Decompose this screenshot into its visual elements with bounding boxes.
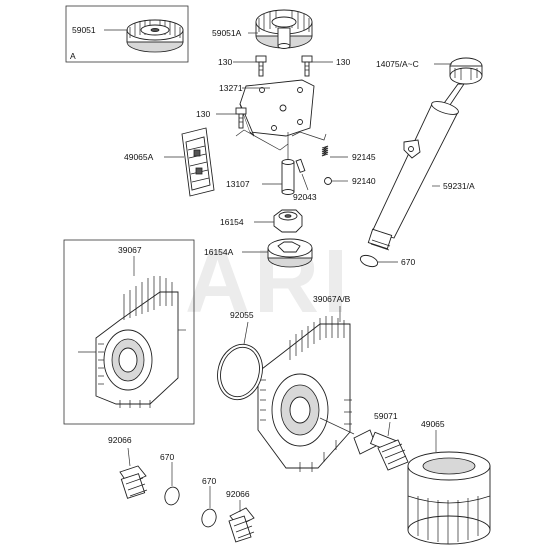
pump-plate-13271 — [239, 79, 315, 137]
bolt-130-plate — [235, 107, 247, 129]
oring-670-bottom — [201, 508, 217, 528]
callout-13271: 13271 — [219, 83, 243, 93]
callout-39067: 39067 — [118, 245, 142, 255]
oil-cooler-39067 — [78, 276, 186, 408]
callout-130-right: 130 — [336, 57, 350, 67]
pin-92043 — [295, 158, 306, 173]
callout-92055: 92055 — [230, 310, 254, 320]
callout-16154a: 16154A — [204, 247, 234, 257]
watermark: ARI — [185, 232, 352, 332]
inset-box-a: A — [65, 5, 189, 63]
callout-49065a: 49065A — [124, 152, 154, 162]
callout-92043: 92043 — [293, 192, 317, 202]
ball-92140 — [324, 177, 332, 185]
callout-59231: 59231/A — [443, 181, 475, 191]
bolt-130-right — [301, 55, 313, 77]
cooler-box — [63, 239, 195, 425]
fitting-59071 — [353, 429, 409, 471]
callout-59051a: 59051A — [212, 28, 242, 38]
callout-670-left: 670 — [160, 452, 174, 462]
outer-rotor-16154a — [267, 238, 313, 268]
spring-92145 — [321, 145, 329, 157]
dipstick-14075 — [441, 57, 483, 109]
gear-59051 — [126, 19, 184, 53]
gear-59051a — [255, 9, 313, 49]
callout-130-plate: 130 — [196, 109, 210, 119]
callout-92140: 92140 — [352, 176, 376, 186]
callout-92145: 92145 — [352, 152, 376, 162]
dipstick-tube-59231 — [367, 101, 459, 251]
oring-670-tube — [359, 254, 379, 268]
plug-92066-left — [119, 465, 148, 499]
callout-16154: 16154 — [220, 217, 244, 227]
callout-39067ab: 39067A/B — [313, 294, 351, 304]
callout-92066-bottom: 92066 — [226, 489, 250, 499]
gasket-92055 — [217, 343, 263, 401]
callout-670-tube: 670 — [401, 257, 415, 267]
bolt-130-left — [255, 55, 267, 77]
callout-13107: 13107 — [226, 179, 250, 189]
shaft-13107 — [281, 132, 295, 195]
strainer-49065a — [181, 127, 215, 197]
callout-92066-left: 92066 — [108, 435, 132, 445]
callout-59051: 59051 — [72, 25, 96, 35]
inner-rotor-16154 — [273, 209, 303, 233]
callout-49065: 49065 — [421, 419, 445, 429]
oring-670-left — [164, 486, 180, 506]
callout-670-bottom: 670 — [202, 476, 216, 486]
callout-14075: 14075/A~C — [376, 59, 419, 69]
callout-59071: 59071 — [374, 411, 398, 421]
oil-cooler-39067ab — [257, 316, 355, 472]
inset-box-label: A — [70, 51, 76, 61]
callout-130-left: 130 — [218, 57, 232, 67]
oil-filter-49065 — [407, 451, 491, 545]
plug-92066-bottom — [228, 507, 255, 543]
